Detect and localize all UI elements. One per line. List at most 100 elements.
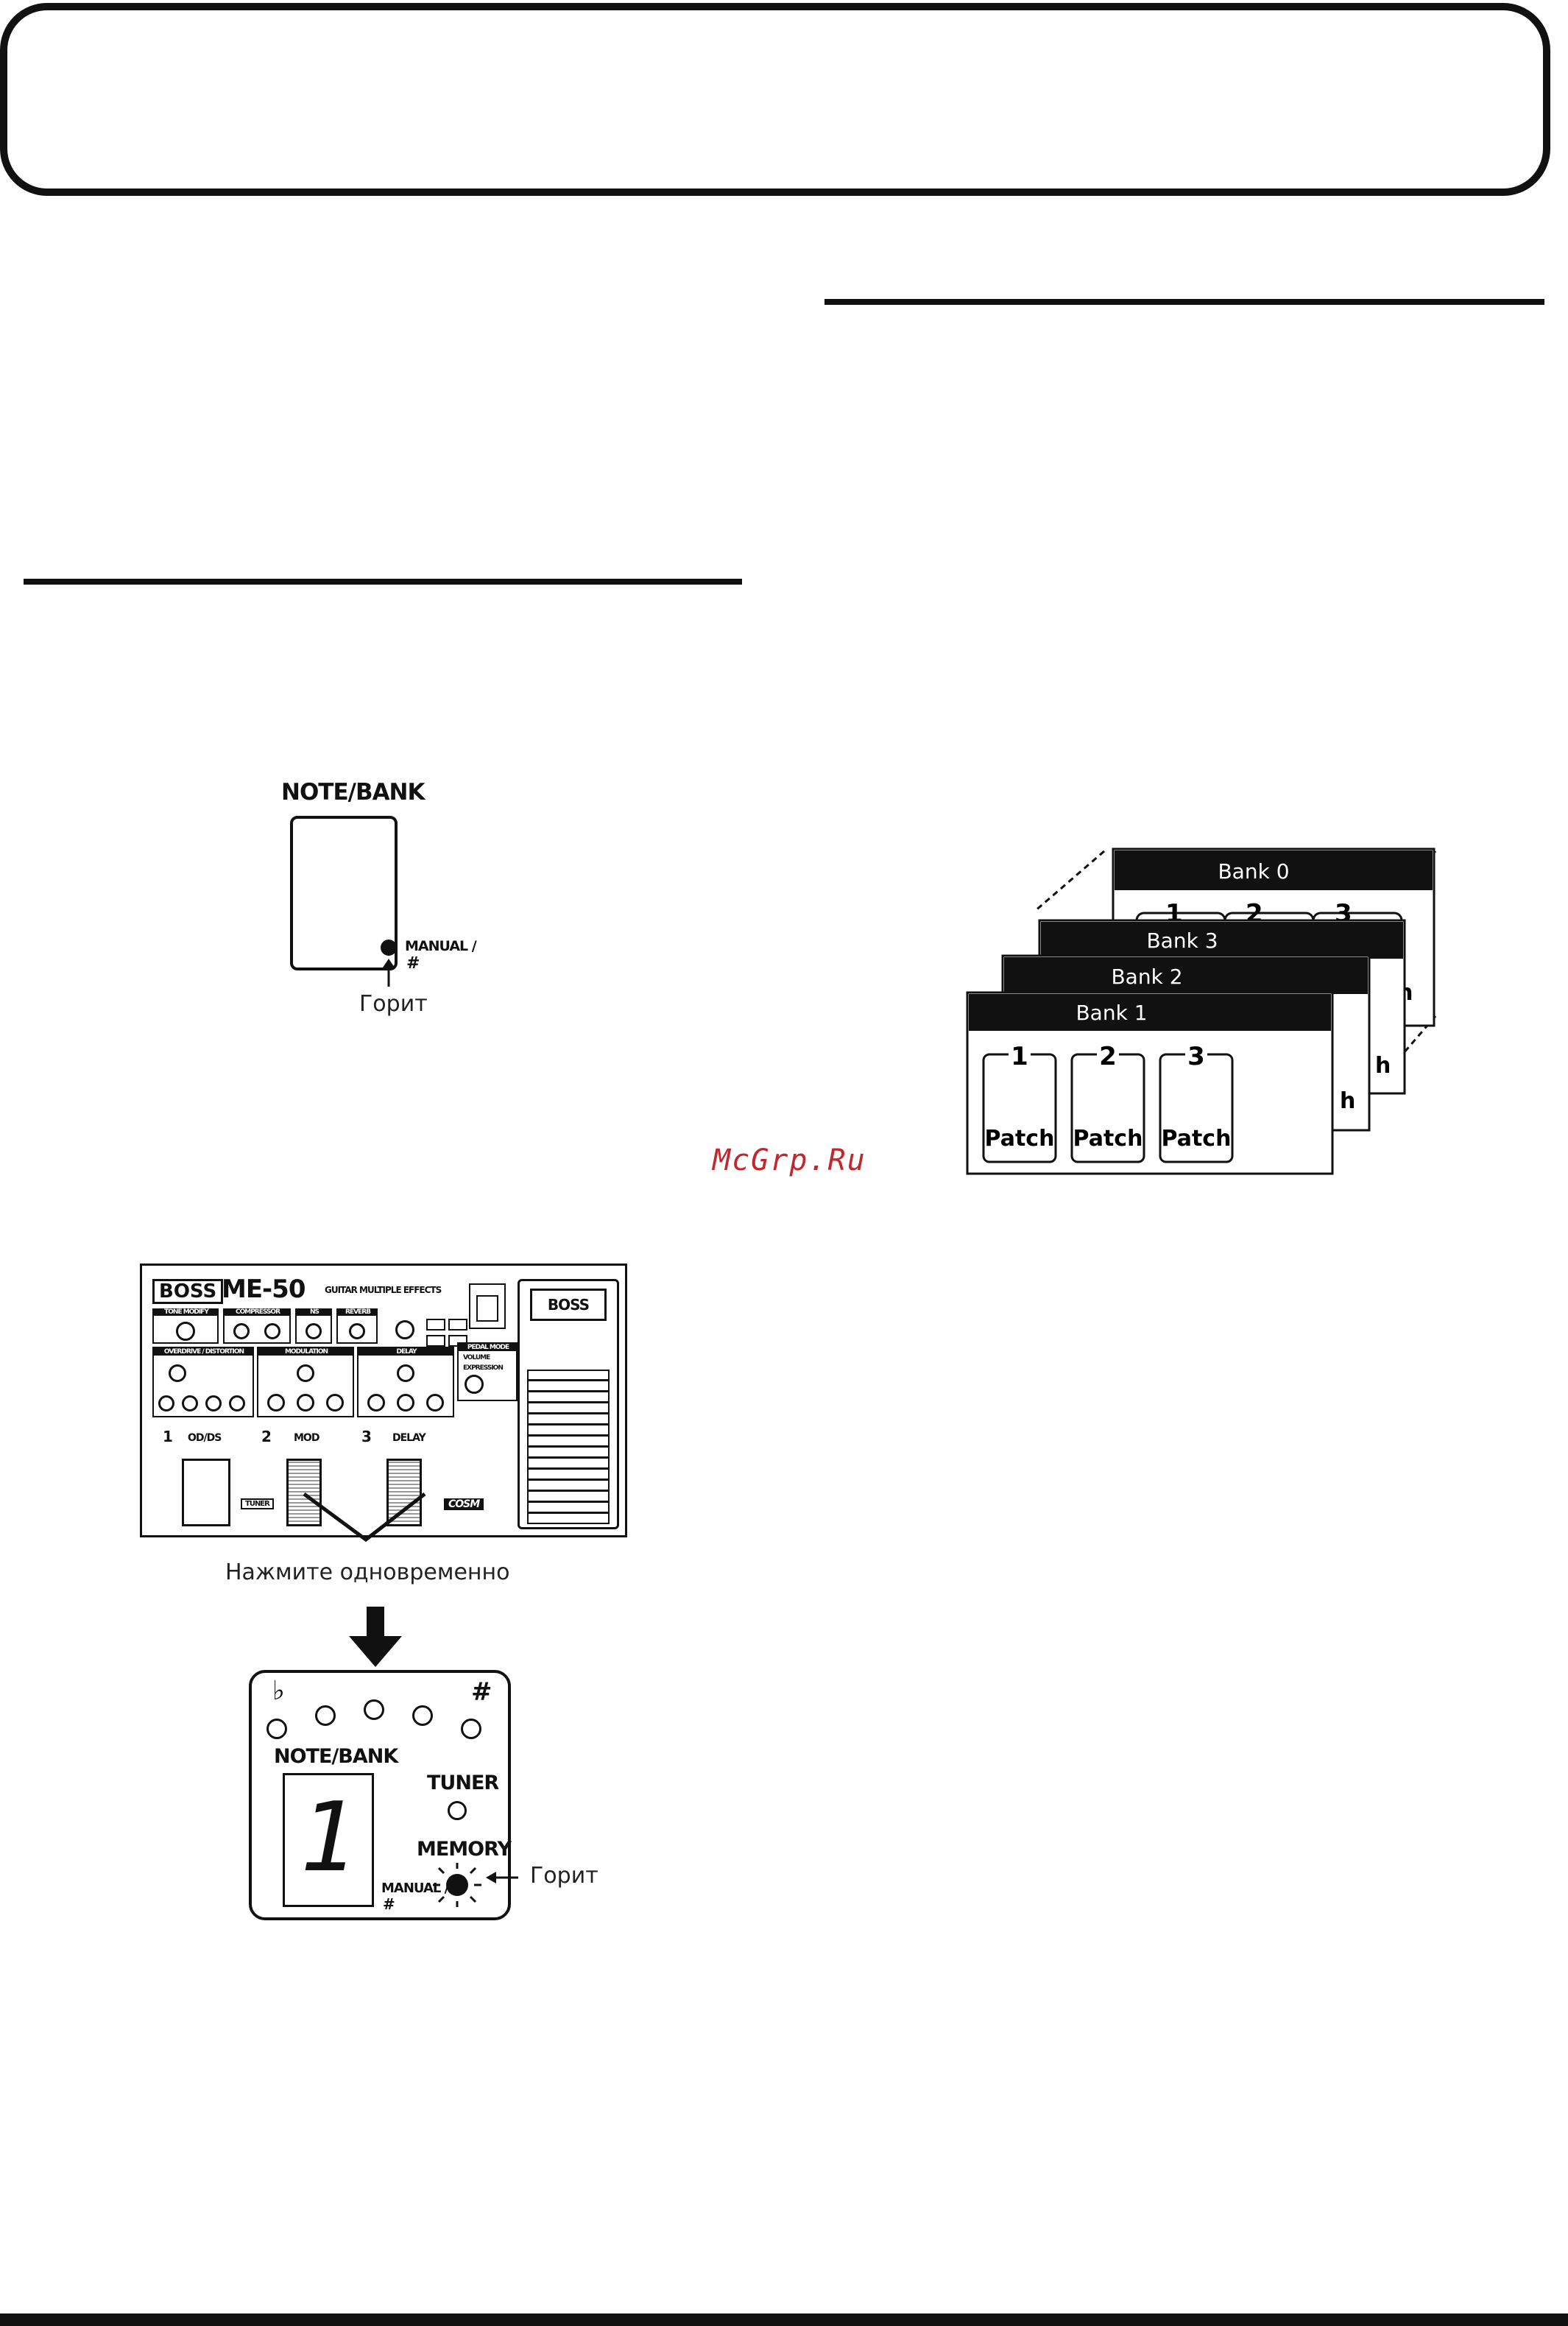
- section-ns: NS: [295, 1308, 332, 1344]
- top-sections: TONE MODIFY COMPRESSOR NS REVERB: [152, 1308, 467, 1347]
- section-label: DELAY: [359, 1348, 454, 1356]
- section-modulation: MODULATION: [257, 1347, 354, 1417]
- memory-lit-callout: Горит: [530, 1863, 598, 1889]
- manual-label: MANUAL /: [381, 1881, 449, 1896]
- knob-icon: [205, 1395, 222, 1412]
- tuner-label: TUNER: [427, 1772, 499, 1794]
- knob-icon: [158, 1395, 174, 1412]
- patch-label: Patch: [1073, 1126, 1143, 1152]
- section-reverb: REVERB: [336, 1308, 378, 1344]
- section-rule-right: [824, 299, 1544, 305]
- pedal-body: [386, 1459, 422, 1526]
- section-label: NS: [297, 1308, 332, 1316]
- memory-led-lit-icon: [433, 1863, 481, 1907]
- pedal-number: 1: [163, 1428, 173, 1445]
- pedal-number: 2: [261, 1428, 272, 1445]
- tuning-led-icon: [364, 1699, 384, 1720]
- display-panel-figure: ♭ # NOTE/BANK 1 TUNER MEMORY MANUAL / #: [249, 1670, 512, 1920]
- press-together-caption: Нажмите одновременно: [225, 1560, 510, 1585]
- section-od-ds: OVERDRIVE / DISTORTION: [152, 1347, 254, 1417]
- expression-pedal: BOSS: [518, 1279, 619, 1529]
- pedal-number: 3: [361, 1428, 372, 1445]
- section-compressor: COMPRESSOR: [223, 1308, 291, 1344]
- patch-number: 3: [1187, 1042, 1205, 1071]
- patch-label: Patch: [1162, 1126, 1232, 1152]
- pedal-label: OD/DS: [188, 1432, 222, 1444]
- pedal-label: MOD: [294, 1432, 319, 1444]
- digit-box-icon: [476, 1295, 498, 1322]
- press-both-lines: [303, 1492, 426, 1543]
- section-label: REVERB: [338, 1308, 378, 1316]
- knob-icon: [264, 1323, 280, 1339]
- section-label: PEDAL MODE: [459, 1344, 518, 1351]
- note-bank-display: [290, 816, 398, 970]
- knob-icon: [397, 1394, 414, 1412]
- left-arrow-icon: [486, 1872, 518, 1883]
- pedal-mode-expression: EXPRESSION: [463, 1364, 504, 1372]
- lit-callout: Горит: [359, 991, 428, 1017]
- cosm-logo: COSM: [444, 1498, 484, 1510]
- pedal-label: DELAY: [392, 1432, 426, 1444]
- footswitch-3: 3 DELAY: [357, 1420, 454, 1531]
- knob-icon: [426, 1394, 444, 1412]
- perspective-line: [1034, 850, 1105, 913]
- flat-symbol: ♭: [272, 1676, 285, 1706]
- section-delay: DELAY: [357, 1347, 454, 1417]
- section-label: OVERDRIVE / DISTORTION: [154, 1348, 254, 1356]
- tuning-led-icon: [412, 1705, 433, 1726]
- knob-icon: [306, 1323, 322, 1339]
- up-arrow-icon: [383, 959, 395, 987]
- tuner-led-icon: [448, 1801, 467, 1820]
- knob-icon: [267, 1394, 285, 1412]
- model-name: ME-50: [222, 1275, 306, 1304]
- header-frame: [0, 3, 1550, 196]
- footswitch-2: 2 MOD: [257, 1420, 354, 1531]
- down-arrow-icon: [349, 1607, 402, 1667]
- boss-logo: BOSS: [152, 1279, 224, 1304]
- knob-icon: [169, 1364, 186, 1382]
- sharp-symbol: #: [471, 1677, 492, 1707]
- bank-title: Bank 3: [1146, 928, 1218, 953]
- knob-icon: [233, 1323, 250, 1339]
- pedal-body: [286, 1459, 322, 1526]
- patch-number: 2: [1099, 1042, 1117, 1071]
- display-digit: 1: [299, 1781, 358, 1893]
- bank-title: Bank 2: [1111, 965, 1182, 989]
- knob-icon: [397, 1364, 414, 1382]
- tuning-led-icon: [461, 1719, 481, 1739]
- pedal-body: [182, 1459, 230, 1526]
- pedal-brand-text: BOSS: [547, 1296, 590, 1314]
- tuner-tag: TUNER: [241, 1498, 274, 1509]
- pedal-boss-logo: BOSS: [530, 1289, 607, 1321]
- knob-icon: [297, 1364, 314, 1382]
- knob-icon: [367, 1394, 385, 1412]
- patch-label-fragment: h: [1340, 1088, 1355, 1114]
- me50-device-figure: BOSS ME-50 GUITAR MULTIPLE EFFECTS TONE …: [140, 1264, 627, 1543]
- footswitch-1: 1 OD/DS: [152, 1420, 250, 1531]
- note-bank-display: 1: [283, 1773, 374, 1907]
- model-subtitle: GUITAR MULTIPLE EFFECTS: [325, 1285, 442, 1295]
- section-tone-modify: TONE MODIFY: [152, 1308, 219, 1344]
- knob-icon: [349, 1323, 365, 1339]
- note-bank-figure: NOTE/BANK MANUAL / # Горит: [272, 779, 515, 1022]
- section-label: COMPRESSOR: [225, 1308, 291, 1316]
- memory-label: MEMORY: [417, 1838, 512, 1861]
- button-icon: [448, 1319, 467, 1331]
- bank-title: Bank 0: [1218, 859, 1289, 884]
- bank-title: Bank 1: [1076, 1001, 1147, 1025]
- section-label: TONE MODIFY: [154, 1308, 219, 1316]
- manual-label: MANUAL /: [405, 938, 477, 954]
- pedal-mode-box: PEDAL MODE VOLUME EXPRESSION: [457, 1342, 518, 1401]
- tuning-led-icon: [266, 1719, 287, 1739]
- button-icon: [426, 1335, 445, 1347]
- pedal-treads: [527, 1370, 610, 1524]
- knob-icon: [465, 1375, 484, 1394]
- patch-label: Patch: [985, 1126, 1055, 1152]
- manual-sharp-symbol: #: [406, 954, 420, 973]
- bank-card: Bank 1 1 2 3 Patch Patch Patch: [966, 991, 1334, 1175]
- knob-icon: [395, 1320, 414, 1339]
- pedal-mode-volume: VOLUME: [463, 1354, 490, 1361]
- section-rule-left: [24, 579, 742, 585]
- patch-number: 1: [1011, 1042, 1028, 1071]
- knob-icon: [182, 1395, 198, 1412]
